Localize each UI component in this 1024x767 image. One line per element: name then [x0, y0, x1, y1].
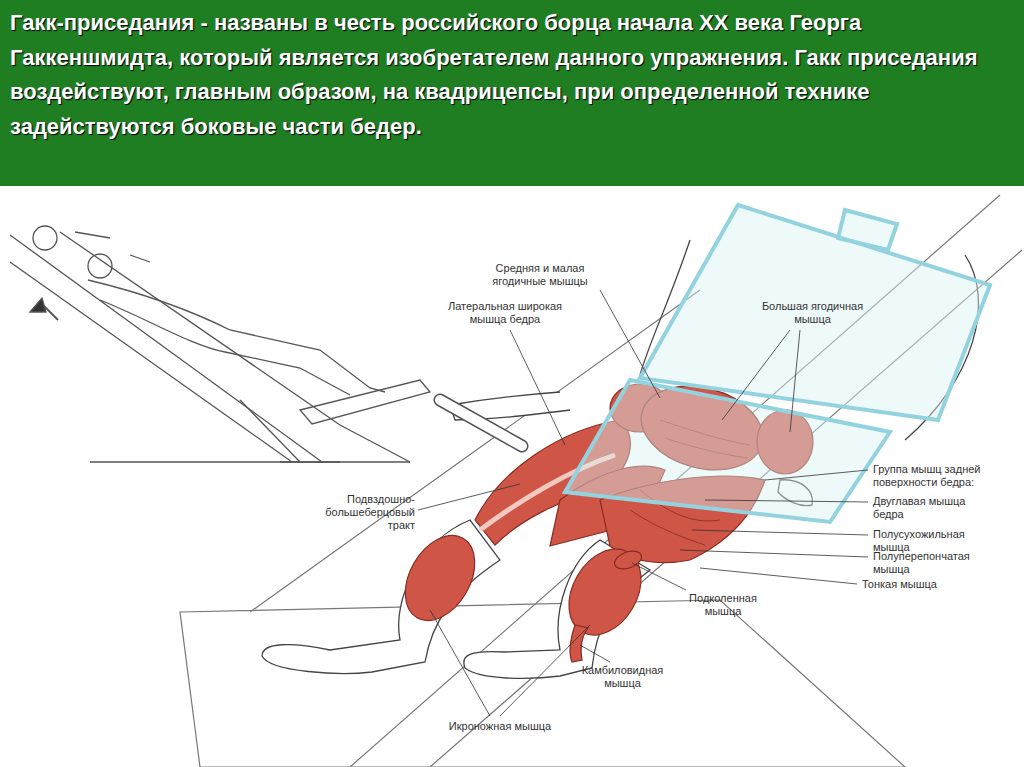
leader-line: [580, 645, 610, 662]
soleus: [570, 625, 588, 662]
leader-line: [765, 470, 868, 480]
popliteus: [612, 548, 644, 573]
gastrocnemius-right: [554, 536, 655, 648]
leader-line: [510, 330, 565, 445]
leader-line: [632, 563, 686, 590]
machine-base: [280, 461, 410, 462]
machine-leg: [340, 425, 410, 462]
left-lower-leg: [262, 520, 500, 673]
header-band: Гакк-приседания - названы в честь россий…: [0, 0, 1024, 186]
head-roller: [838, 210, 897, 250]
leader-line: [692, 530, 868, 535]
machine-rail: [60, 232, 340, 425]
leader-line: [700, 568, 857, 584]
machine-rail: [10, 235, 322, 462]
leader-lines: [418, 290, 868, 716]
person-head: [33, 226, 57, 250]
machine-sketch: [10, 226, 430, 462]
part-label: Камбиловидная мышца: [575, 664, 670, 690]
part-label: Подвздошно-большеберцовый тракт: [315, 493, 415, 532]
direction-arrow: [44, 306, 58, 320]
machine-frame: [180, 195, 1022, 767]
direction-arrow: [30, 298, 46, 312]
part-label: Латеральная широкая мышца бедра: [440, 300, 570, 326]
leader-line: [418, 484, 520, 510]
title: Гакк-приседания - названы в честь россий…: [10, 6, 1014, 144]
part-label: Двуглавая мышца бедра: [873, 495, 978, 521]
leader-line: [600, 290, 660, 398]
part-label: Средняя и малая ягодичные мышцы: [480, 262, 600, 288]
person-head: [88, 254, 112, 278]
part-label: Тонкая мышца: [862, 578, 962, 591]
leader-line: [705, 500, 868, 502]
seat-pad: [565, 380, 890, 522]
bar-fill: [440, 400, 522, 446]
gastrocnemius-left: [391, 523, 489, 633]
bar: [440, 400, 522, 446]
machine-footplate: [300, 380, 430, 424]
machine-pad: [75, 232, 150, 262]
part-label: Икроножная мышца: [440, 720, 560, 733]
person-body: [88, 280, 385, 395]
machine-rail: [350, 195, 1000, 767]
part-label: Подколенная мышца: [683, 592, 763, 618]
leader-line: [790, 330, 800, 432]
part-label: Группа мышц задней поверхности бедра:: [873, 463, 998, 489]
part-label: Большая ягодичная мышца: [755, 300, 870, 326]
leader-line: [680, 550, 868, 557]
machine-leg: [240, 400, 300, 462]
bar-outline: [440, 400, 522, 446]
part-label: Полуперепончатая мышца: [873, 550, 983, 576]
footplate: [180, 600, 905, 767]
leader-line: [500, 625, 590, 716]
back-pad: [640, 205, 990, 420]
leader-line: [722, 330, 790, 420]
leader-line: [430, 610, 490, 716]
